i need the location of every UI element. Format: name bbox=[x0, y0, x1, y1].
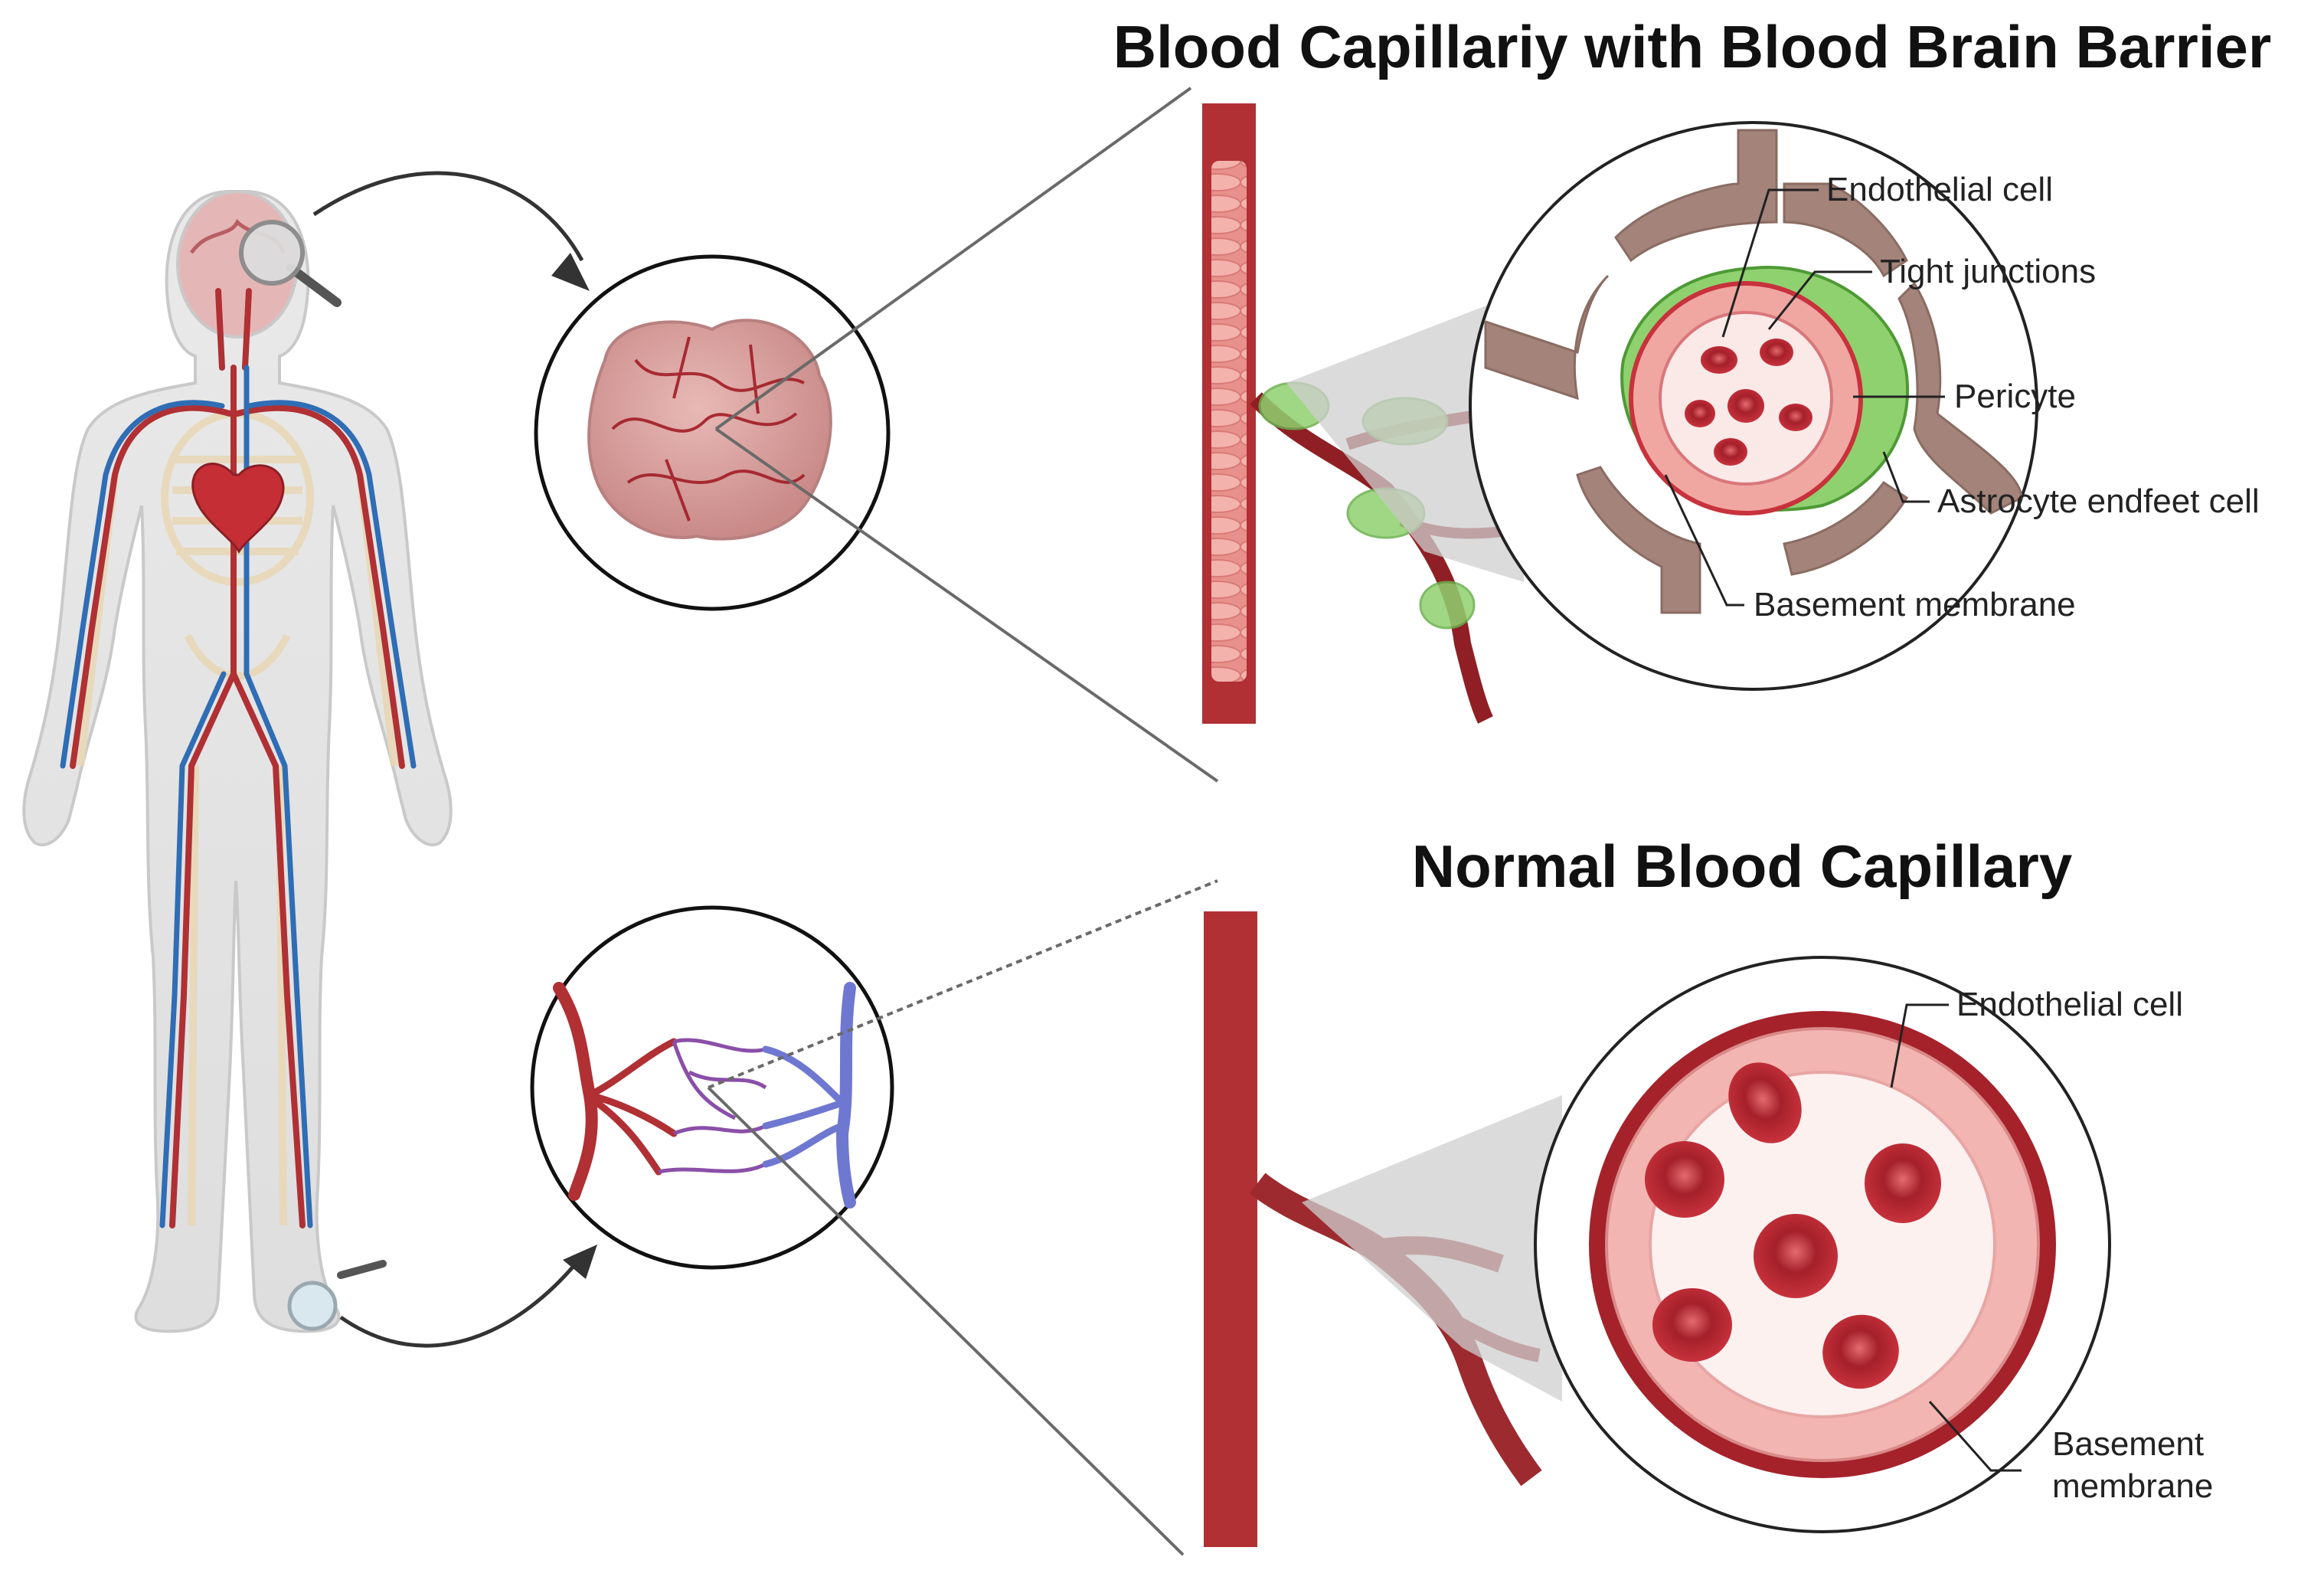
astrocyte-endfeet bbox=[1484, 129, 2023, 614]
bbb-label-astrocyte: Astrocyte endfeet cell bbox=[1882, 451, 2260, 520]
heart bbox=[191, 463, 285, 554]
body-silhouette bbox=[22, 190, 453, 1333]
normal-cross-section bbox=[1534, 956, 2111, 1533]
bbb-vessel bbox=[1202, 103, 1256, 724]
bbb-label-tight-junctions: Tight junctions bbox=[1767, 253, 2096, 330]
brain-icon bbox=[534, 254, 891, 611]
normal-title: Normal Blood Capillary bbox=[1412, 833, 2073, 900]
bbb-cross-section bbox=[1469, 121, 2038, 691]
bbb-label-pericyte: Pericyte bbox=[1853, 378, 2076, 415]
normal-label-basement: Basement membrane bbox=[1928, 1401, 2213, 1505]
svg-text:Astrocyte endfeet cell: Astrocyte endfeet cell bbox=[1937, 483, 2260, 520]
arrow-to-brain bbox=[312, 171, 590, 291]
veins bbox=[60, 365, 417, 1228]
arteries bbox=[70, 288, 405, 1228]
foot-magnifier-icon bbox=[287, 1260, 387, 1331]
arrow-to-capillary-bed bbox=[339, 1245, 597, 1348]
bbb-label-basement: Basement membrane bbox=[1664, 474, 2076, 623]
human-body-figure bbox=[22, 190, 453, 1333]
magnifier-icon bbox=[239, 220, 342, 307]
bbb-title: Blood Capillariy with Blood Brain Barrie… bbox=[1113, 13, 2272, 80]
bbb-zoom-wedge bbox=[1286, 291, 1524, 582]
svg-text:Basement: Basement bbox=[2052, 1425, 2204, 1463]
zoom-lines-bottom bbox=[707, 879, 1218, 1556]
zoom-lines-top bbox=[714, 87, 1219, 783]
svg-text:Basement membrane: Basement membrane bbox=[1754, 586, 2076, 623]
svg-text:membrane: membrane bbox=[2052, 1467, 2213, 1505]
normal-zoom-wedge bbox=[1302, 1095, 1562, 1402]
svg-text:Endothelial cell: Endothelial cell bbox=[1826, 171, 2053, 208]
svg-text:Pericyte: Pericyte bbox=[1954, 378, 2076, 415]
normal-red-blood-cells bbox=[1645, 1062, 1941, 1389]
svg-text:Tight junctions: Tight junctions bbox=[1880, 253, 2096, 290]
bbb-label-endothelial: Endothelial cell bbox=[1721, 171, 2053, 338]
svg-text:Endothelial cell: Endothelial cell bbox=[1956, 986, 2183, 1023]
bbb-red-blood-cells bbox=[1685, 339, 1812, 466]
normal-label-endothelial: Endothelial cell bbox=[1890, 986, 2183, 1088]
